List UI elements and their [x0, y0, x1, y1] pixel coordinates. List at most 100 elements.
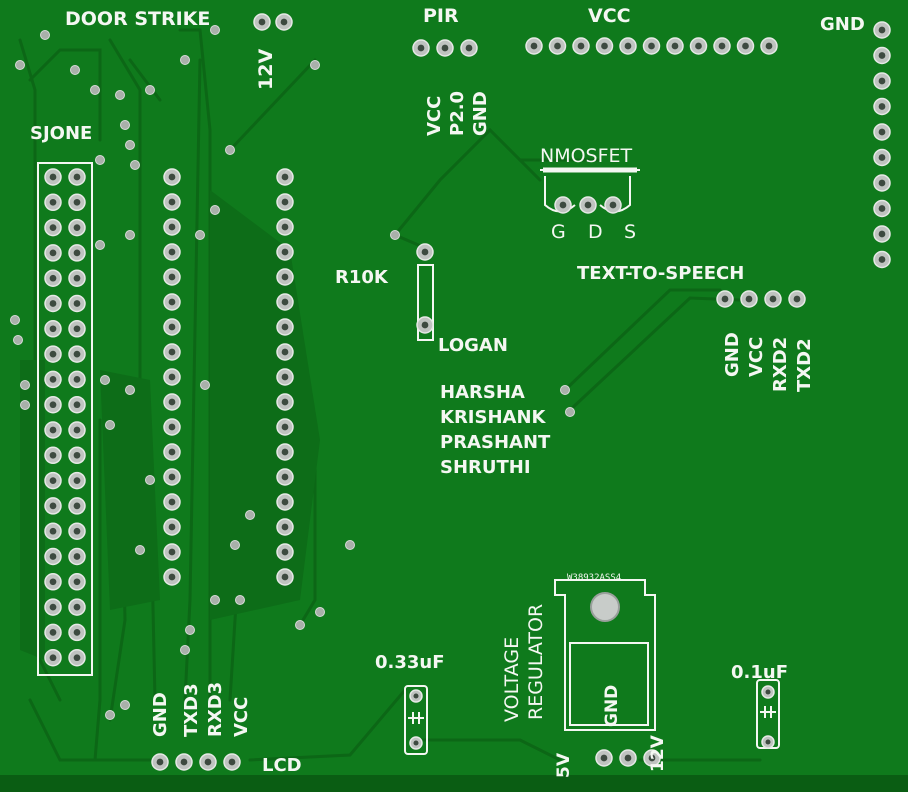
left-header-pad	[163, 468, 181, 486]
left-header-pad	[163, 268, 181, 286]
via	[125, 385, 135, 395]
via	[210, 25, 220, 35]
pir-label: PIR	[423, 5, 459, 27]
vias-layer	[10, 25, 575, 720]
via	[315, 607, 325, 617]
sjone-header-pad	[44, 623, 62, 642]
mosfet-pad	[579, 196, 597, 214]
vcc-header-pad	[548, 37, 567, 55]
gnd-header-pad	[873, 21, 891, 39]
tts-gnd-label: GND	[722, 332, 743, 377]
gnd-header-label: GND	[820, 14, 865, 35]
sjone-header-pad	[44, 370, 62, 389]
sjone-header-pad	[68, 421, 86, 439]
left-header-pad	[163, 243, 181, 261]
voltage-label: VOLTAGE	[501, 637, 523, 722]
regulator-mount-hole	[590, 592, 620, 622]
sjone-header-pad	[68, 345, 86, 363]
via	[95, 240, 105, 250]
via	[195, 230, 205, 240]
credit-krishank: KRISHANK	[440, 407, 547, 428]
r10k-label: R10K	[335, 267, 389, 288]
regulator-part-label: W38932ASS4	[567, 573, 621, 583]
sjone-header-pad	[68, 547, 86, 566]
pir-p20-label: P2.0	[447, 91, 468, 136]
sjone-header-pad	[44, 648, 62, 667]
credit-logan: LOGAN	[438, 335, 508, 356]
tts-pad	[740, 290, 758, 308]
via	[145, 85, 155, 95]
lcd-pad	[175, 753, 193, 771]
via	[560, 385, 570, 395]
via	[390, 230, 400, 240]
vcc-header-pad	[713, 37, 731, 55]
sjone-header-pad	[44, 598, 62, 616]
right-header-pad	[276, 518, 294, 536]
cap-01-label: 0.1uF	[731, 662, 788, 683]
via	[185, 625, 195, 635]
tts-pad	[716, 290, 734, 308]
sjone-header-pad	[68, 269, 86, 287]
left-header-pad	[163, 568, 181, 586]
right-header-pad	[276, 318, 294, 336]
reg-gnd-label: GND	[602, 685, 622, 727]
right-header-pad	[276, 218, 294, 236]
sjone-header-pad	[68, 218, 86, 237]
left-header-pad	[163, 393, 181, 411]
pir-pad	[436, 39, 454, 57]
sjone-header-pad	[68, 522, 86, 540]
via	[130, 160, 140, 170]
sjone-header-pad	[68, 395, 86, 414]
via	[15, 60, 25, 70]
cap-033-pad	[409, 736, 423, 750]
sjone-header-pad	[68, 623, 86, 642]
gnd-header-pad	[873, 148, 891, 167]
resistor-pad	[416, 316, 434, 334]
reg-12v-label: 12V	[648, 734, 668, 772]
left-header-pad	[163, 218, 181, 236]
left-header-pad	[163, 343, 181, 361]
via	[105, 420, 115, 430]
lcd-pad	[199, 753, 217, 771]
gnd-header-pad	[873, 123, 891, 141]
vcc-header-pad	[760, 37, 778, 55]
cap-01-pad	[761, 735, 775, 749]
sjone-header-pad	[44, 193, 62, 212]
sjone-header-pad	[68, 471, 86, 490]
right-header-pad	[276, 418, 294, 436]
sjone-header-pad	[44, 522, 62, 540]
pir-pad	[412, 39, 430, 57]
sjone-label: SJONE	[30, 123, 92, 144]
via	[180, 55, 190, 65]
pir-gnd-label: GND	[470, 91, 491, 136]
regulator-pin-pad	[595, 749, 613, 767]
mosfet-pad	[604, 196, 622, 214]
lcd-pad	[151, 753, 169, 771]
tts-vcc-label: VCC	[746, 337, 767, 377]
credit-harsha: HARSHA	[440, 382, 525, 403]
tts-rxd2-label: RXD2	[770, 337, 791, 392]
via	[180, 645, 190, 655]
via	[245, 510, 255, 520]
via	[310, 60, 320, 70]
sjone-header-pad	[68, 244, 86, 262]
left-header-pad	[163, 543, 181, 561]
capacitor-symbols	[408, 706, 776, 724]
vcc-header-pad	[666, 37, 684, 55]
right-header-pad	[276, 543, 294, 561]
gnd-header-pad	[873, 72, 891, 90]
sjone-header-pad	[44, 218, 62, 237]
right-header-pad	[276, 493, 294, 511]
sjone-header-outline	[37, 162, 93, 676]
nmosfet-label: NMOSFET	[540, 145, 633, 167]
sjone-header-pad	[44, 395, 62, 414]
vcc-header-pad	[572, 37, 590, 55]
left-header-pad	[163, 318, 181, 336]
regulator-pin-pad	[643, 749, 661, 767]
right-header-pad	[276, 343, 294, 361]
sjone-header-pad	[44, 294, 62, 313]
left-header-pad	[163, 293, 181, 311]
left-header-pad	[163, 168, 181, 186]
